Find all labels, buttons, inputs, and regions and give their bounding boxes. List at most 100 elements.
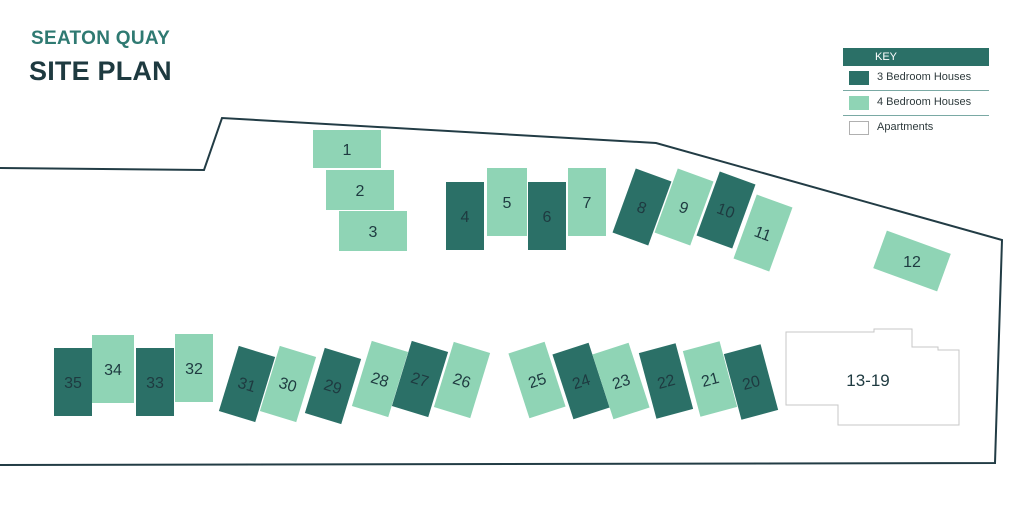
lot-label: 30 <box>277 375 299 396</box>
swatch-3-bedroom <box>849 71 869 85</box>
house-shape <box>654 168 714 246</box>
lot-label: 31 <box>236 375 258 396</box>
lot-label: 26 <box>451 371 473 392</box>
key-label: 3 Bedroom Houses <box>877 71 972 83</box>
house-shape <box>92 335 134 403</box>
lot-label: 10 <box>714 200 737 222</box>
lot-25[interactable]: 25 <box>508 341 566 419</box>
lot-21[interactable]: 21 <box>682 341 738 417</box>
lot-26[interactable]: 26 <box>433 341 491 419</box>
swatch-4-bedroom <box>849 96 869 110</box>
lot-34[interactable]: 34 <box>92 335 134 403</box>
lot-label: 29 <box>322 377 344 398</box>
lot-label: 12 <box>903 254 921 271</box>
lot-33[interactable]: 33 <box>136 348 174 416</box>
lot-31[interactable]: 31 <box>218 345 276 423</box>
house-shape <box>433 341 491 419</box>
lot-29[interactable]: 29 <box>304 347 362 425</box>
house-shape <box>723 344 779 420</box>
lot-23[interactable]: 23 <box>592 342 650 420</box>
lot-28[interactable]: 28 <box>351 340 409 418</box>
lot-7[interactable]: 7 <box>568 168 606 236</box>
lot-2[interactable]: 2 <box>326 170 394 210</box>
lot-label: 6 <box>543 209 552 226</box>
key-item-3-bedroom: 3 Bedroom Houses <box>843 66 989 91</box>
house-shape <box>339 211 407 251</box>
map-key: KEY 3 Bedroom Houses 4 Bedroom Houses Ap… <box>843 48 989 140</box>
house-shape <box>391 340 449 418</box>
page-title: SITE PLAN <box>29 56 172 86</box>
lot-20[interactable]: 20 <box>723 344 779 420</box>
lot-9[interactable]: 9 <box>654 168 714 246</box>
lot-label: 3 <box>369 224 378 241</box>
house-shape <box>682 341 738 417</box>
lot-8[interactable]: 8 <box>612 168 672 246</box>
lot-label: 11 <box>752 224 774 246</box>
house-shape <box>54 348 92 416</box>
lot-label: 20 <box>741 373 763 394</box>
key-item-4-bedroom: 4 Bedroom Houses <box>843 91 989 116</box>
house-shape <box>552 342 610 420</box>
house-shape <box>446 182 484 250</box>
key-label: Apartments <box>877 121 934 133</box>
swatch-apartments <box>849 121 869 135</box>
lot-6[interactable]: 6 <box>528 182 566 250</box>
lot-13-19[interactable]: 13-19 <box>785 328 960 426</box>
house-shape <box>638 343 694 419</box>
key-item-apartments: Apartments <box>843 116 989 140</box>
lot-label: 2 <box>356 183 365 200</box>
lot-label: 13-19 <box>846 371 889 390</box>
lot-label: 34 <box>104 362 122 379</box>
site-name: SEATON QUAY <box>31 28 171 49</box>
lot-12[interactable]: 12 <box>873 230 951 292</box>
lot-label: 5 <box>503 195 512 212</box>
lot-label: 1 <box>343 142 352 159</box>
house-shape <box>487 168 527 236</box>
house-shape <box>136 348 174 416</box>
key-title: KEY <box>843 48 989 66</box>
lot-label: 32 <box>185 361 203 378</box>
lot-label: 23 <box>610 372 632 394</box>
lot-4[interactable]: 4 <box>446 182 484 250</box>
house-shape <box>528 182 566 250</box>
lot-5[interactable]: 5 <box>487 168 527 236</box>
lot-22[interactable]: 22 <box>638 343 694 419</box>
house-shape <box>696 171 756 249</box>
lot-label: 4 <box>461 209 470 226</box>
lot-32[interactable]: 32 <box>175 334 213 402</box>
lot-35[interactable]: 35 <box>54 348 92 416</box>
site-boundary <box>0 116 1004 466</box>
house-shape <box>568 168 606 236</box>
lot-10[interactable]: 10 <box>696 171 756 249</box>
house-shape <box>313 130 381 168</box>
lot-label: 27 <box>409 370 431 391</box>
house-shape <box>873 230 951 292</box>
house-shape <box>218 345 276 423</box>
house-shape <box>592 342 650 420</box>
house-shape <box>259 345 317 423</box>
lot-24[interactable]: 24 <box>552 342 610 420</box>
lot-27[interactable]: 27 <box>391 340 449 418</box>
house-shape <box>326 170 394 210</box>
lot-label: 21 <box>700 370 722 391</box>
lot-30[interactable]: 30 <box>259 345 317 423</box>
lot-label: 28 <box>369 370 391 391</box>
lot-label: 35 <box>64 375 82 392</box>
lot-label: 22 <box>656 372 678 393</box>
house-shape <box>175 334 213 402</box>
house-shape <box>612 168 672 246</box>
lot-label: 25 <box>526 371 548 393</box>
house-shape <box>304 347 362 425</box>
lot-11[interactable]: 11 <box>733 194 793 272</box>
house-shape <box>508 341 566 419</box>
lot-1[interactable]: 1 <box>313 130 381 168</box>
lot-label: 7 <box>583 195 592 212</box>
key-label: 4 Bedroom Houses <box>877 96 972 108</box>
house-shape <box>351 340 409 418</box>
lot-label: 33 <box>146 375 164 392</box>
house-shape <box>733 194 793 272</box>
lot-3[interactable]: 3 <box>339 211 407 251</box>
apartment-block-shape <box>785 328 960 426</box>
lot-label: 24 <box>570 372 592 394</box>
